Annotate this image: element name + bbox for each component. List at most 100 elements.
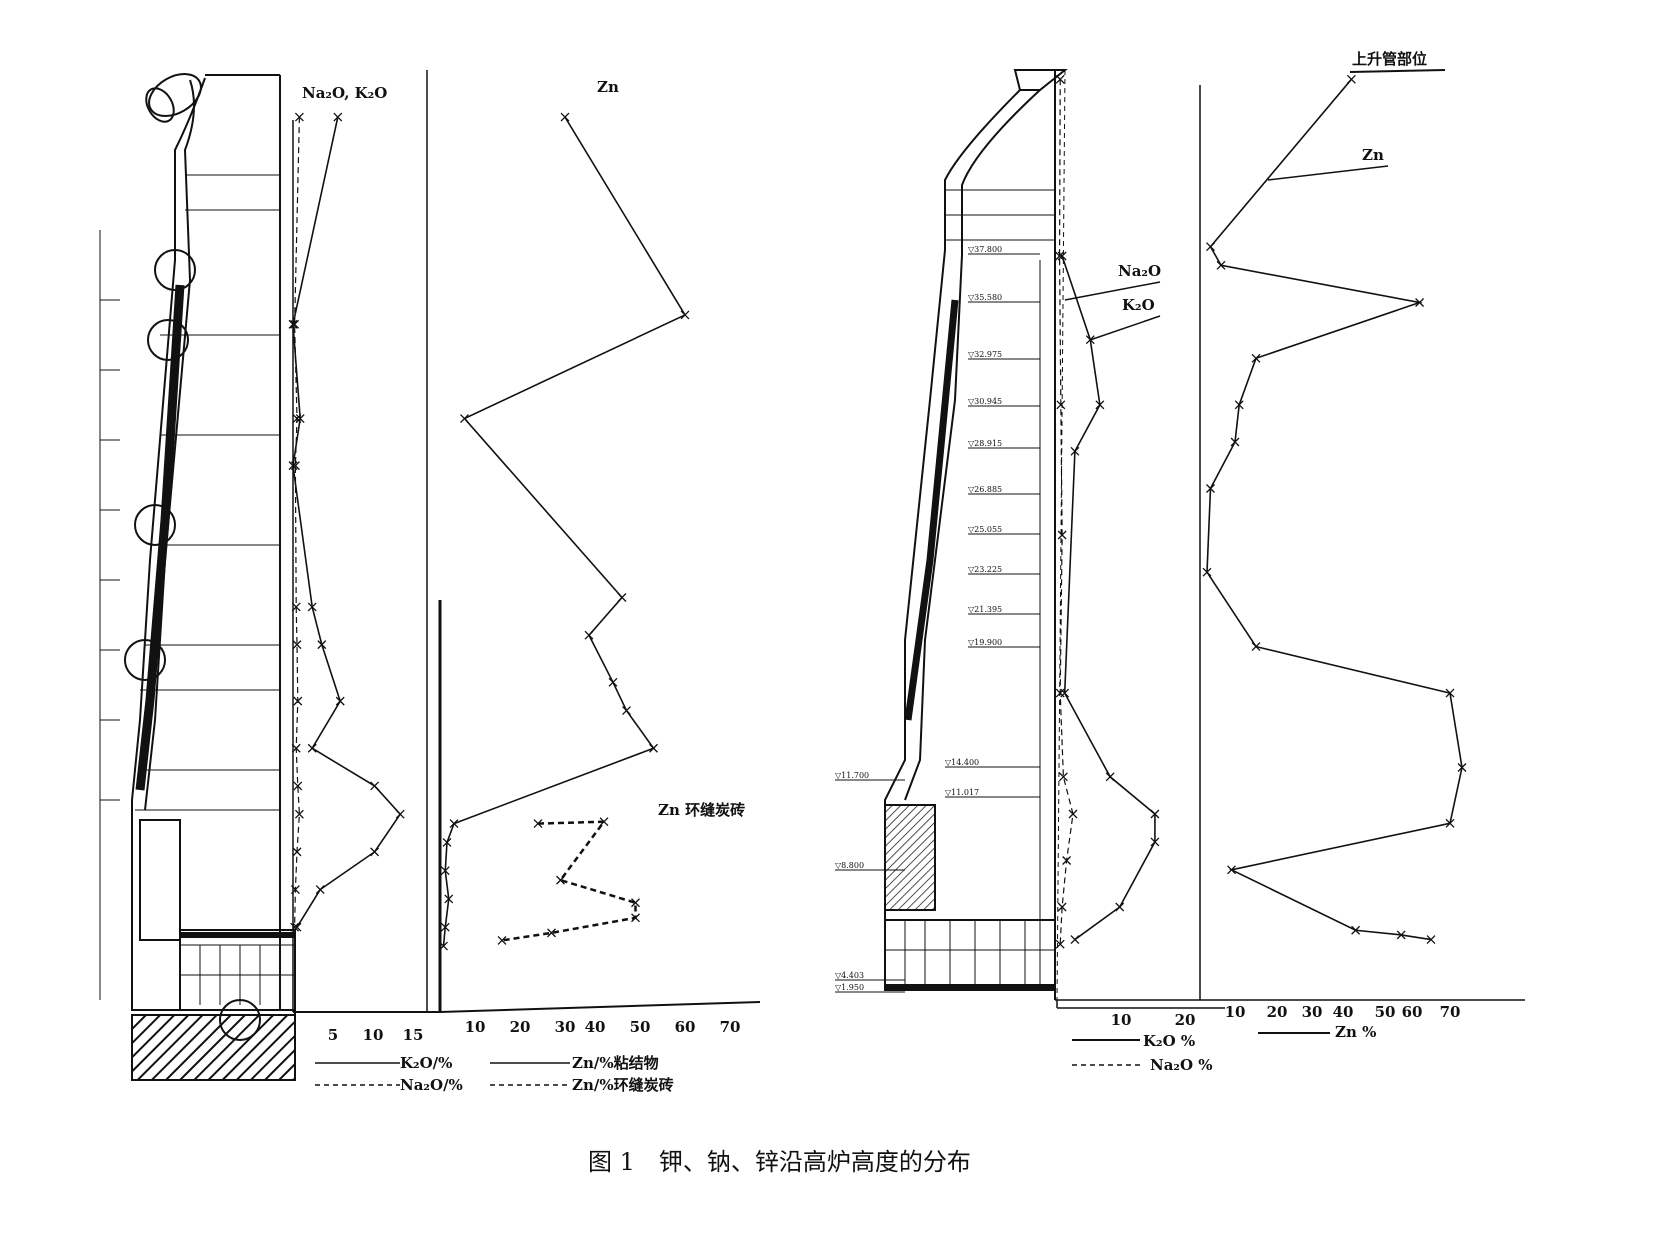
data-point	[291, 743, 301, 753]
data-point	[1070, 935, 1080, 945]
right-na2o-label: Na₂O	[1118, 262, 1161, 280]
left-series	[288, 112, 690, 951]
elevation-label: ▽8.800	[835, 861, 864, 870]
series-line-Zn-粘结物	[442, 116, 687, 947]
elevation-label: ▽1.950	[835, 983, 864, 992]
zn-tick-label: 50	[630, 1018, 651, 1036]
zn-tick-label: 50	[1375, 1003, 1396, 1021]
data-point	[1457, 763, 1467, 772]
data-point	[1206, 484, 1215, 493]
zn-tick-label: 10	[465, 1018, 486, 1036]
data-point	[292, 414, 302, 423]
data-point	[556, 875, 565, 885]
data-point	[599, 817, 609, 827]
data-point	[292, 847, 302, 857]
right-tick-labels: 10 20 10 20 30 40 50 60 70	[1111, 1003, 1461, 1029]
data-point	[290, 319, 300, 329]
data-point	[293, 781, 303, 791]
data-point	[1115, 902, 1125, 912]
right-series	[1055, 74, 1467, 949]
data-point	[1445, 688, 1455, 698]
data-point	[1055, 251, 1065, 261]
data-point	[395, 809, 405, 819]
zn-tick-label: 30	[1302, 1003, 1323, 1021]
series-line-Na2O	[293, 117, 301, 928]
data-point	[649, 743, 658, 753]
left-alkali-label: Na₂O, K₂O	[302, 84, 387, 102]
data-point	[439, 941, 448, 951]
elevation-label: ▽11.017	[945, 788, 979, 797]
data-point	[1445, 818, 1455, 828]
elevation-label: ▽19.900	[968, 638, 1002, 647]
data-point	[335, 696, 345, 706]
data-point	[295, 414, 305, 423]
left-legend: K₂O/% Na₂O/% Zn/%粘结物 Zn/%环缝炭砖	[315, 1054, 674, 1094]
series-line-Zn-环缝炭砖	[501, 820, 637, 942]
elevation-label: ▽21.395	[968, 605, 1002, 614]
data-point	[1234, 400, 1244, 410]
data-point	[315, 885, 325, 894]
data-point	[292, 922, 302, 932]
zn-tick-label: 10	[1225, 1003, 1246, 1021]
data-point	[370, 847, 380, 857]
data-point	[631, 913, 640, 923]
data-point	[1062, 856, 1072, 865]
data-point	[560, 112, 570, 122]
data-point	[460, 414, 469, 423]
data-point	[1216, 260, 1226, 270]
series-line-Na2O	[1058, 79, 1074, 945]
zn-tick-label: 60	[1402, 1003, 1423, 1021]
right-riser-label: 上升管部位	[1352, 50, 1427, 68]
elevation-label: ▽11.700	[835, 771, 869, 780]
data-point	[1055, 74, 1065, 84]
data-point	[1206, 242, 1215, 252]
alkali-tick-label: 15	[403, 1026, 424, 1044]
data-point	[1085, 335, 1095, 345]
left-furnace-diagram	[99, 73, 296, 1081]
data-point	[1251, 353, 1261, 363]
alkali-tick-label: 5	[328, 1026, 338, 1044]
data-point	[290, 461, 300, 471]
data-point	[317, 640, 327, 650]
data-point	[307, 743, 317, 753]
data-point	[449, 819, 459, 829]
data-point	[1415, 298, 1425, 307]
data-point	[444, 894, 454, 904]
right-elevation-labels: ▽37.800▽35.580▽32.975▽30.945▽28.915▽26.8…	[835, 245, 1040, 993]
data-point	[291, 602, 301, 612]
data-point	[1346, 74, 1356, 84]
data-point	[1150, 809, 1160, 819]
alkali-tick-label: 10	[363, 1026, 384, 1044]
legend-label: K₂O/%	[400, 1054, 452, 1072]
left-zn-label: Zn	[597, 78, 619, 96]
zn-tick-label: 30	[555, 1018, 576, 1036]
elevation-label: ▽35.580	[968, 293, 1002, 302]
data-point	[1068, 809, 1078, 819]
data-point	[1058, 772, 1068, 782]
right-axes	[1055, 85, 1525, 1009]
data-point	[1057, 530, 1067, 540]
data-point	[1105, 772, 1115, 782]
data-point	[1227, 865, 1236, 875]
data-point	[293, 696, 303, 706]
legend-label: K₂O %	[1143, 1032, 1195, 1050]
alkali-tick-label: 10	[1111, 1011, 1132, 1029]
series-line-Zn	[1206, 78, 1463, 941]
data-point	[617, 593, 627, 602]
alkali-tick-label: 20	[1175, 1011, 1196, 1029]
elevation-label: ▽28.915	[968, 439, 1002, 448]
data-point	[1230, 437, 1240, 447]
legend-label: Zn/%粘结物	[572, 1054, 659, 1072]
zn-tick-label: 20	[1267, 1003, 1288, 1021]
data-point	[333, 112, 343, 122]
elevation-label: ▽4.403	[835, 971, 864, 980]
zn-tick-label: 70	[1440, 1003, 1461, 1021]
data-point	[547, 928, 556, 938]
series-line-K2O	[1061, 255, 1156, 941]
zn-tick-label: 40	[1333, 1003, 1354, 1021]
data-point	[292, 640, 302, 650]
data-point	[608, 677, 618, 687]
right-furnace-diagram	[884, 69, 1068, 1001]
data-point	[307, 602, 317, 612]
